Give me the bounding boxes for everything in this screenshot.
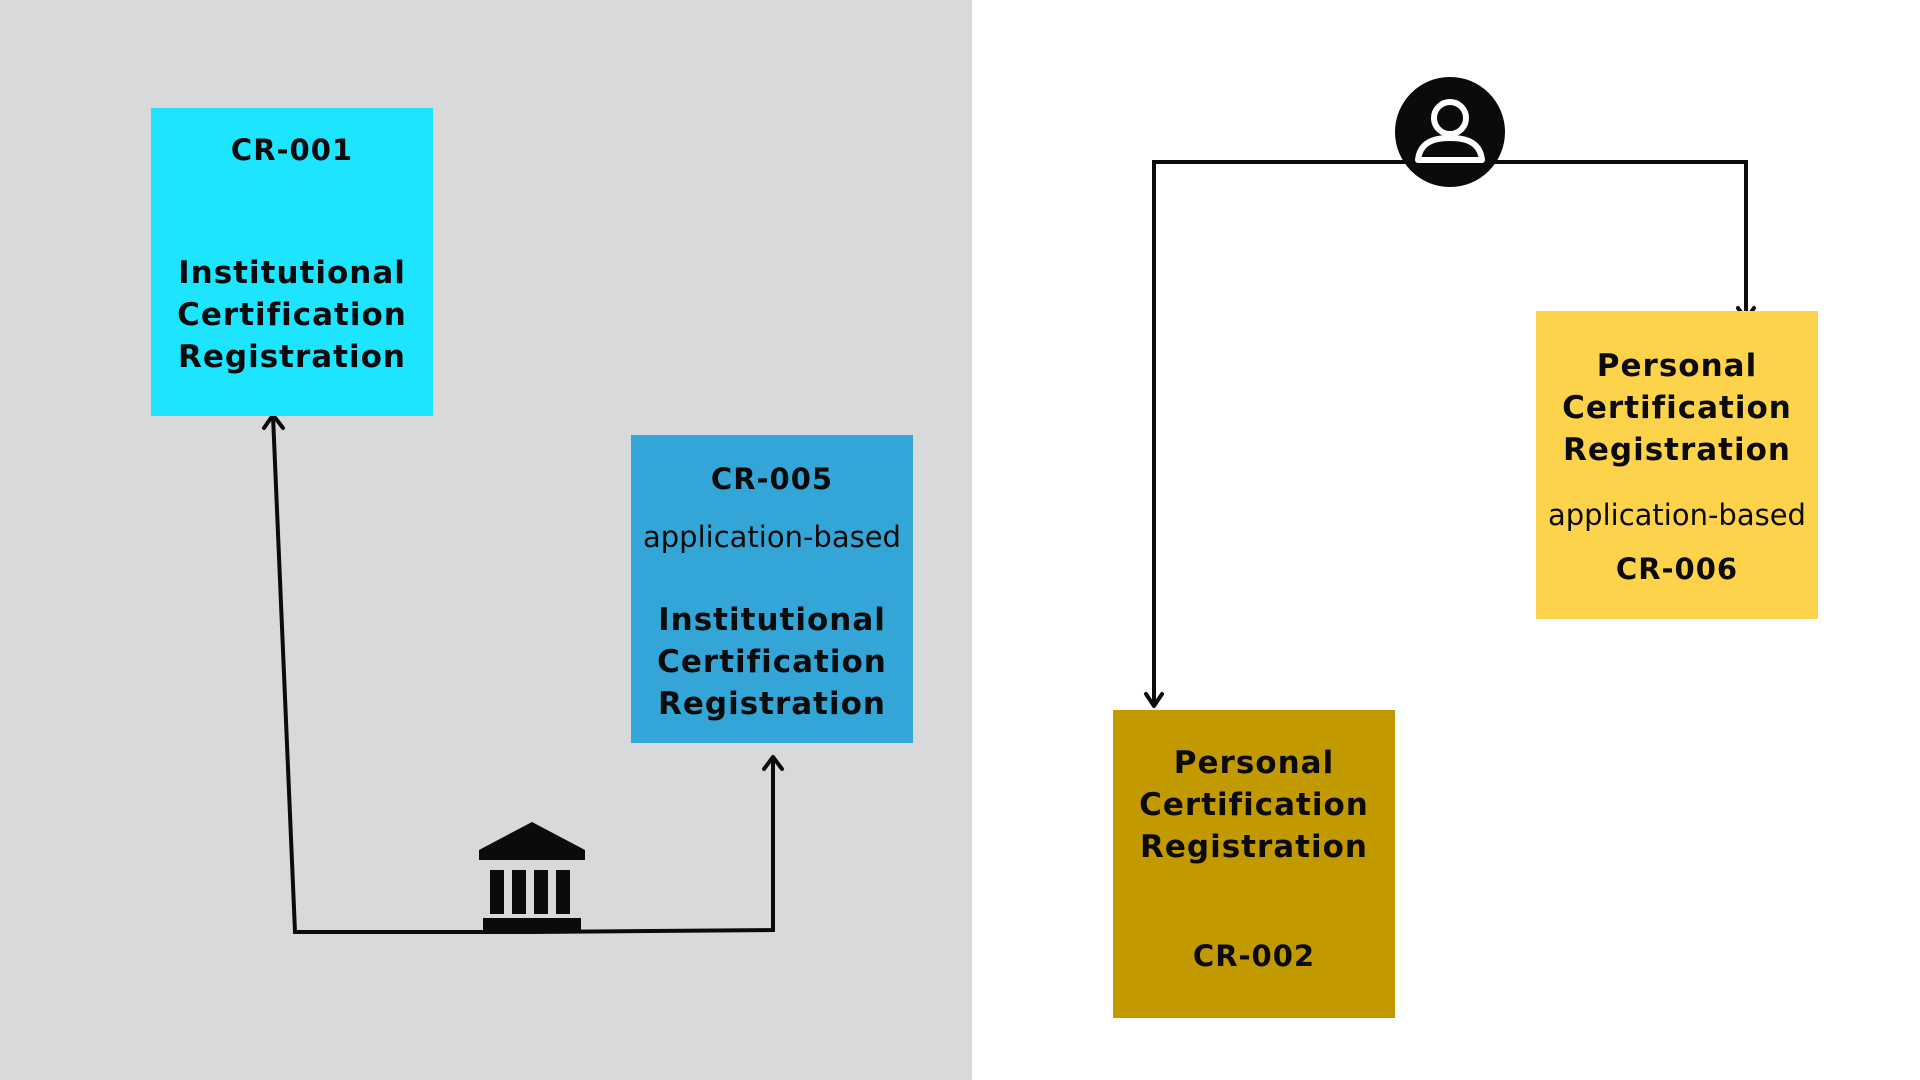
arrowhead-cr002 bbox=[1144, 692, 1164, 708]
user-circle-icon bbox=[1394, 76, 1506, 188]
connector-to-cr001 bbox=[271, 415, 531, 934]
bank-building-icon bbox=[477, 820, 587, 934]
card-code: CR-005 bbox=[710, 462, 834, 496]
card-code: CR-002 bbox=[1192, 939, 1316, 973]
card-cr005: CR-005 application-based Institutional C… bbox=[631, 435, 913, 743]
card-title-line: Personal bbox=[1173, 745, 1335, 781]
card-cr001: CR-001 Institutional Certification Regis… bbox=[151, 108, 433, 416]
card-title-line: Certification bbox=[1139, 787, 1369, 823]
card-cr002: Personal Certification Registration CR-0… bbox=[1113, 710, 1395, 1018]
connector-to-cr002 bbox=[1152, 160, 1450, 706]
connector-to-cr005 bbox=[530, 757, 775, 934]
card-title-line: Institutional bbox=[178, 255, 406, 291]
card-title-line: Registration bbox=[177, 339, 406, 375]
card-title-line: Registration bbox=[657, 686, 886, 722]
connector-to-cr006 bbox=[1450, 160, 1748, 320]
card-code: CR-001 bbox=[230, 133, 354, 167]
card-subtitle: application-based bbox=[643, 520, 901, 554]
card-title-line: Registration bbox=[1562, 432, 1791, 468]
card-code: CR-006 bbox=[1615, 552, 1739, 586]
card-subtitle: application-based bbox=[1548, 498, 1806, 532]
card-title-line: Registration bbox=[1139, 829, 1368, 865]
card-title-line: Institutional bbox=[658, 602, 886, 638]
card-title-line: Personal bbox=[1596, 348, 1758, 384]
card-cr006: Personal Certification Registration appl… bbox=[1536, 311, 1818, 619]
card-title-line: Certification bbox=[177, 297, 407, 333]
card-title-line: Certification bbox=[1562, 390, 1792, 426]
card-title-line: Certification bbox=[657, 644, 887, 680]
arrowhead-cr005 bbox=[762, 755, 784, 771]
